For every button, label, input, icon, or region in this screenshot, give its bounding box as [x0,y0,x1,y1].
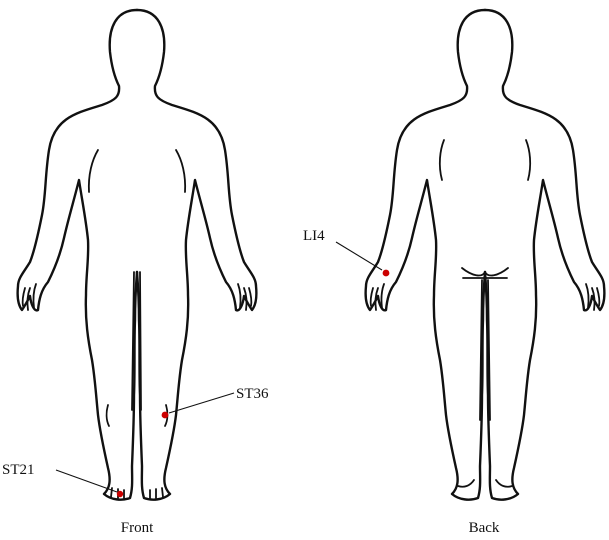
li4-leader-line [336,242,382,270]
li4-label: LI4 [303,228,325,244]
st36-label: ST36 [236,386,269,402]
back-body-figure [366,10,605,500]
back-caption: Back [469,520,500,536]
front-body-figure [18,10,257,500]
st21-label: ST21 [2,462,35,478]
front-caption: Front [121,520,154,536]
li4-marker [383,270,390,277]
st36-marker [162,412,169,419]
st21-leader-line [56,470,117,492]
st21-marker [117,491,123,497]
acupoint-markers: ST36 ST21 LI4 [2,228,389,497]
